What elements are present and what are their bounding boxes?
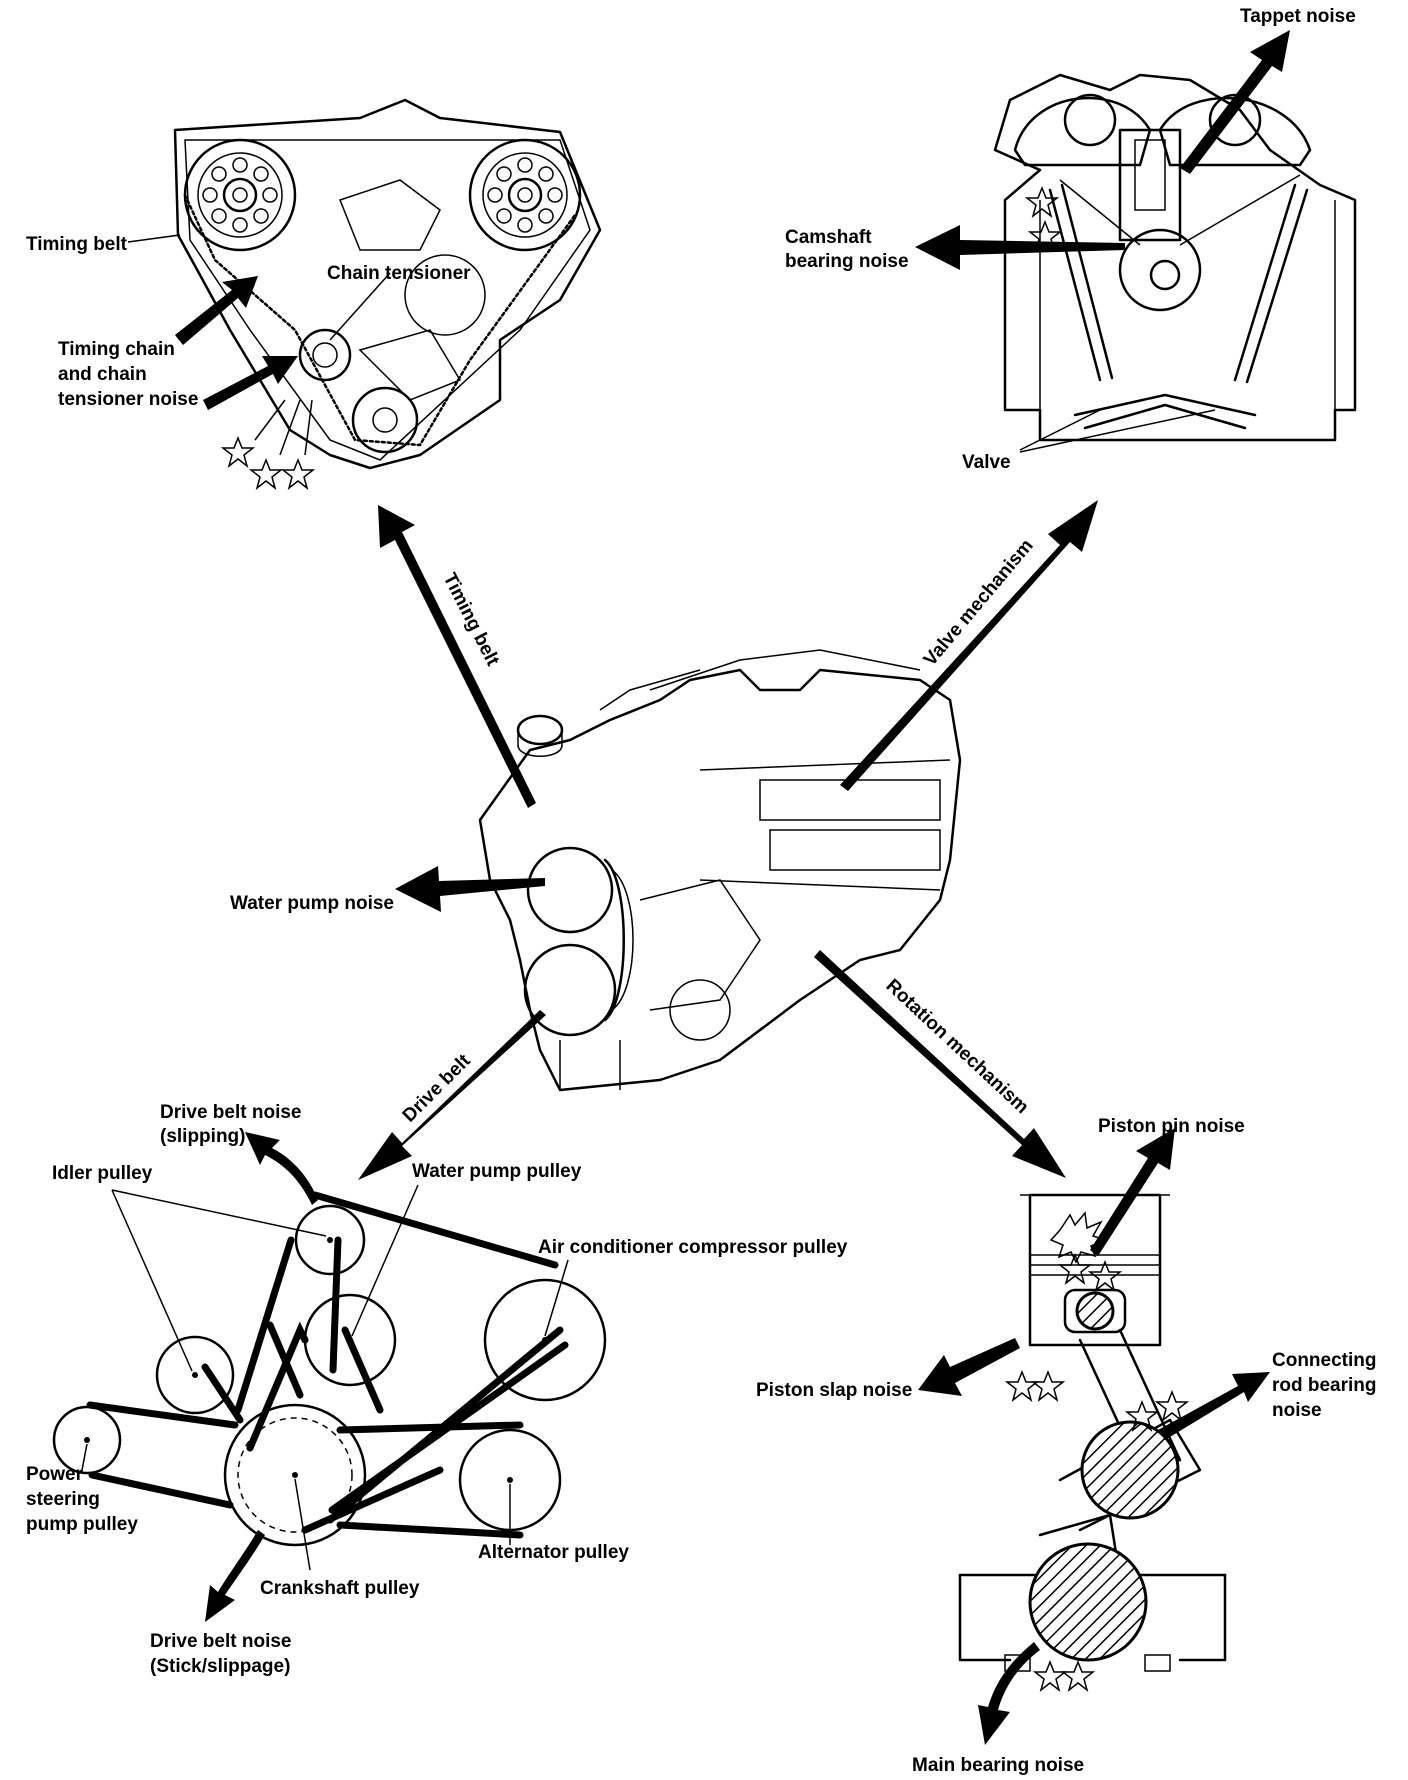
timing-belt-label: Timing belt: [26, 234, 128, 255]
drive-belt-noise-slipping-label: Drive belt noise (slipping): [160, 1102, 307, 1147]
star-icon: [1024, 185, 1063, 252]
valve-label: Valve: [962, 452, 1011, 473]
idler-pulley-label: Idler pulley: [52, 1163, 153, 1184]
timing-belt-panel: [127, 98, 602, 490]
drive-belt-noise-stick-label: Drive belt noise (Stick/slippage): [150, 1631, 297, 1677]
piston-slap-noise-arrow: [918, 1338, 1020, 1396]
drive-belt-panel: [52, 1132, 607, 1622]
main-bearing-noise-label: Main bearing noise: [912, 1755, 1084, 1776]
water-pump-pulley-label: Water pump pulley: [412, 1161, 582, 1182]
tappet-noise-arrow: [1180, 30, 1290, 174]
drive-belt-arrow: [358, 1010, 546, 1180]
water-pump-noise-label: Water pump noise: [230, 893, 394, 914]
timing-belt-arrow: [378, 505, 536, 808]
timing-belt-arrow-label: Timing belt: [439, 570, 504, 670]
valve-mechanism-arrow: [840, 500, 1098, 791]
rotation-mechanism-arrow-label: Rotation mechanism: [882, 975, 1033, 1118]
timing-chain-noise-label: Timing chain and chain tensioner noise: [58, 339, 198, 410]
main-bearing-noise-arrow: [978, 1642, 1040, 1745]
valve-mechanism-panel: [915, 30, 1357, 453]
piston-pin-noise-label: Piston pin noise: [1098, 1116, 1245, 1137]
alternator-pulley-label: Alternator pulley: [478, 1542, 629, 1563]
water-pump-noise-arrow: [395, 866, 545, 912]
crankshaft-pulley-label: Crankshaft pulley: [260, 1578, 420, 1599]
piston-slap-noise-label: Piston slap noise: [756, 1380, 912, 1401]
power-steering-pulley-label: Power steering pump pulley: [26, 1464, 138, 1535]
connecting-rod-noise-arrow: [1158, 1372, 1270, 1440]
star-icon: [220, 435, 316, 490]
valve-mechanism-arrow-label: Valve mechanism: [920, 535, 1038, 670]
connecting-rod-noise-label: Connecting rod bearing noise: [1272, 1350, 1382, 1421]
rotation-mechanism-arrow: [814, 950, 1066, 1178]
piston-pin-noise-arrow: [1090, 1128, 1175, 1256]
drive-belt-slipping-arrow: [245, 1132, 318, 1205]
engine-block: [478, 649, 962, 1092]
camshaft-bearing-noise-label: Camshaft bearing noise: [785, 227, 909, 272]
rotation-mechanism-panel: [918, 1128, 1270, 1745]
camshaft-bearing-noise-arrow: [915, 225, 1125, 270]
star-icon: [1004, 1252, 1190, 1692]
timing-chain-arrow: [175, 276, 258, 345]
drive-belt-stick-arrow: [205, 1530, 265, 1622]
tappet-noise-label: Tappet noise: [1240, 6, 1356, 27]
chain-tensioner-noise-arrow: [203, 356, 298, 410]
chain-tensioner-label: Chain tensioner: [327, 263, 471, 284]
ac-compressor-pulley-label: Air conditioner compressor pulley: [538, 1237, 848, 1258]
